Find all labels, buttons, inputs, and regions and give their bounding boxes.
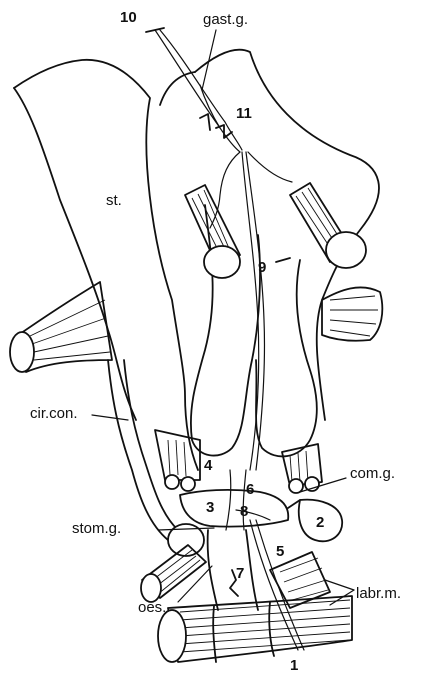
lateral-muscle-right (322, 287, 382, 340)
number-3: 3 (206, 499, 214, 516)
stomach-top-ridge (160, 72, 195, 105)
circumoesophageal-connective-inner (124, 360, 178, 530)
labral-muscle-bundle (158, 596, 352, 662)
commissural-ganglion-right (282, 444, 322, 493)
label-com-g: com.g. (350, 465, 395, 482)
dorsal-muscle-left (185, 185, 240, 278)
label-st: st. (106, 192, 122, 209)
gastric-nerve-b (160, 30, 242, 150)
leader-cir-con (92, 415, 128, 420)
cut-mark-9 (276, 258, 290, 262)
number-11: 11 (236, 105, 252, 122)
number-1: 1 (290, 657, 298, 674)
gastric-nerve-descending (242, 152, 259, 470)
gastric-nerve-c (200, 85, 220, 128)
label-stom-g: stom.g. (72, 520, 121, 537)
gastric-nerve-branch-left (210, 152, 240, 228)
label-labr-m: labr.m. (356, 585, 401, 602)
leader-gast-g (202, 30, 216, 90)
commissural-ganglion-left (155, 430, 200, 491)
number-2: 2 (316, 514, 324, 531)
gastric-nerve-a (155, 30, 240, 152)
number-8: 8 (240, 503, 248, 520)
ventral-lobe-left (191, 205, 260, 456)
number-6: 6 (246, 481, 254, 498)
number-5: 5 (276, 543, 284, 560)
oesophageal-muscle-left (141, 545, 206, 602)
nerve-link-b (243, 470, 246, 530)
ventral-lobe-right (256, 260, 317, 456)
label-gast-g: gast.g. (203, 11, 248, 28)
label-cir-con: cir.con. (30, 405, 78, 422)
number-9: 9 (258, 259, 266, 276)
nerve-link-a (226, 470, 231, 530)
label-oes: oes. (138, 599, 166, 616)
number-10: 10 (120, 9, 137, 26)
dorsal-muscle-right (290, 183, 366, 268)
number-7: 7 (236, 565, 244, 582)
gastric-nerve-branch-right (248, 152, 292, 182)
number-4: 4 (204, 457, 213, 474)
ganglion-ring (180, 490, 288, 527)
